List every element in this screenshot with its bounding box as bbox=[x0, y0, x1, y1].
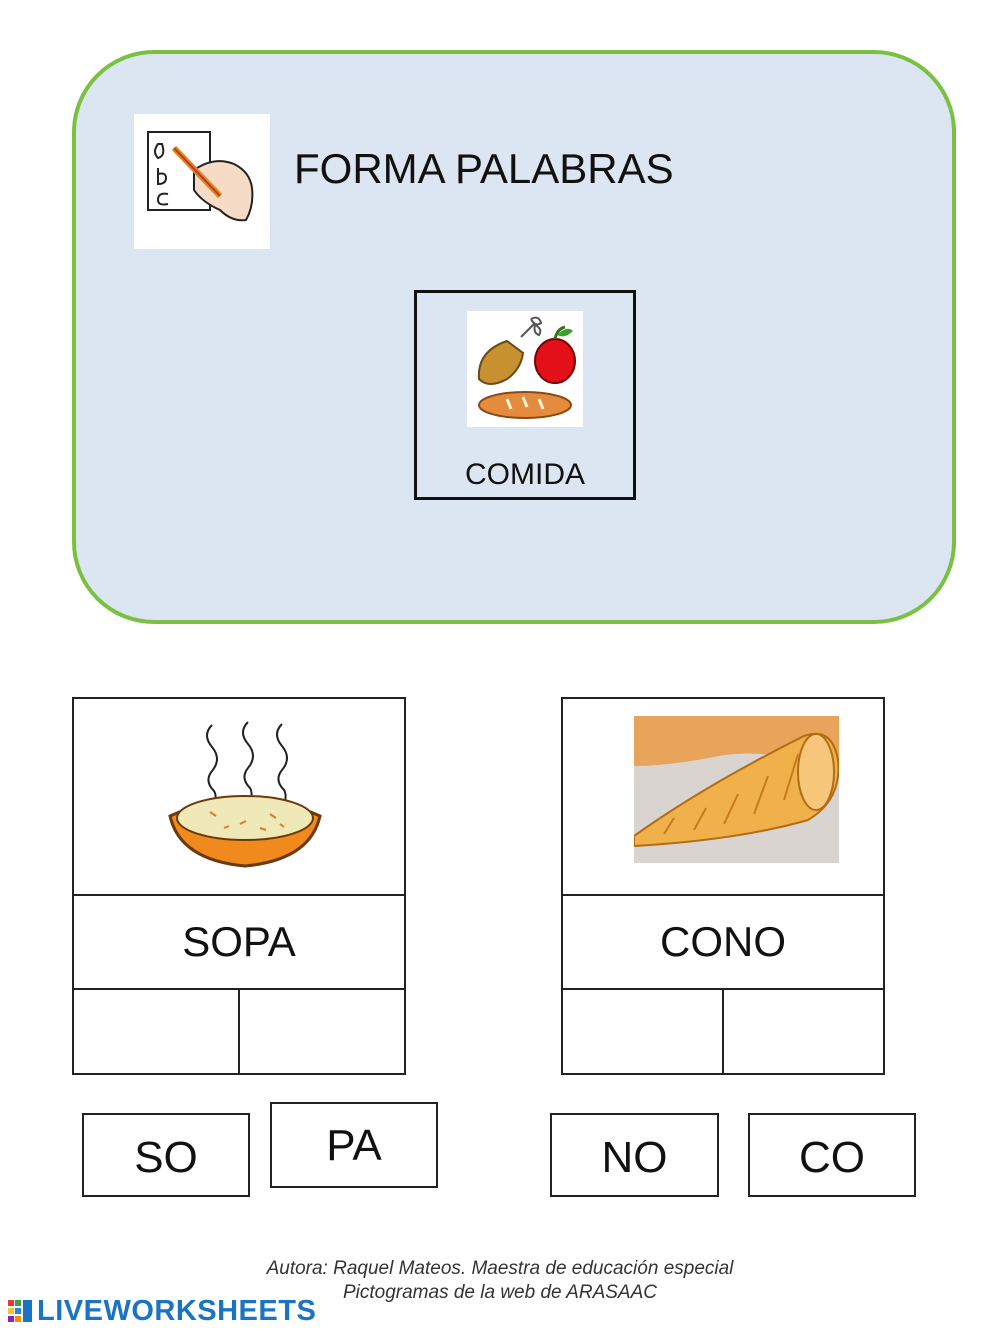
credits: Autora: Raquel Mateos. Maestra de educac… bbox=[0, 1257, 1000, 1305]
waffle-cone-icon bbox=[633, 716, 840, 863]
drop-slot[interactable] bbox=[72, 988, 240, 1075]
syllable-tile[interactable]: SO bbox=[82, 1113, 250, 1197]
category-label: COMIDA bbox=[465, 458, 585, 491]
food-icon bbox=[467, 311, 583, 427]
drop-slot[interactable] bbox=[561, 988, 724, 1075]
syllable-tile[interactable]: CO bbox=[748, 1113, 916, 1197]
word-label: SOPA bbox=[182, 918, 296, 965]
brand-name: LIVEWORKSHEETS bbox=[37, 1294, 317, 1327]
syllable-tile[interactable]: PA bbox=[270, 1102, 438, 1188]
writing-hand-icon bbox=[134, 114, 270, 249]
liveworksheets-logo-icon bbox=[8, 1298, 34, 1324]
syllable-tile[interactable]: NO bbox=[550, 1113, 719, 1197]
page-title: FORMA PALABRAS bbox=[294, 145, 674, 192]
word-label: CONO bbox=[660, 918, 786, 965]
credits-source: Pictogramas de la web de ARASAAC bbox=[342, 1282, 657, 1303]
drop-slot[interactable] bbox=[238, 988, 406, 1075]
brand[interactable]: LIVEWORKSHEETS bbox=[8, 1294, 316, 1328]
soup-bowl-icon bbox=[160, 720, 330, 875]
credits-author: Autora: Raquel Mateos. Maestra de educac… bbox=[266, 1258, 734, 1279]
drop-slot[interactable] bbox=[722, 988, 885, 1075]
